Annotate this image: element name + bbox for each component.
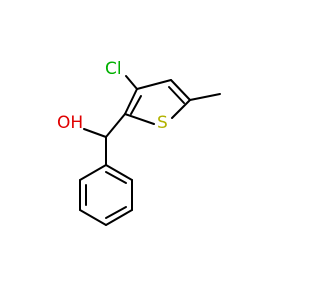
bond-s-c2 [124,113,155,125]
bond-c4-c5 [170,79,191,101]
sulfur-label: S [157,113,168,133]
bond-ph-1 [79,164,107,181]
bond-ph-inner-2 [105,206,127,219]
thiophene-ring [124,75,221,125]
bond-c2-c3 [124,88,138,115]
chlorine-label: Cl [105,59,122,79]
bond-ph-6 [105,164,133,181]
bond-c5-s [171,99,191,119]
hydroxyl-label: OH [57,113,83,133]
bond-ph-4 [105,209,133,226]
bond-ph-inner-3 [105,171,127,184]
carbinol-group [83,113,126,166]
bond-c3-cl [125,75,138,90]
bond-ch-oh [83,128,107,138]
bond-ph-3 [79,209,107,226]
phenyl-ring [79,164,133,226]
molecule-structure: Cl S OH [57,59,221,226]
bond-c2-c3-inner [130,95,142,115]
bond-c5-methyl [189,93,221,101]
bond-c2-ch [105,113,126,138]
bond-c4-c5-inner [168,86,185,104]
bond-c3-c4 [136,79,172,90]
